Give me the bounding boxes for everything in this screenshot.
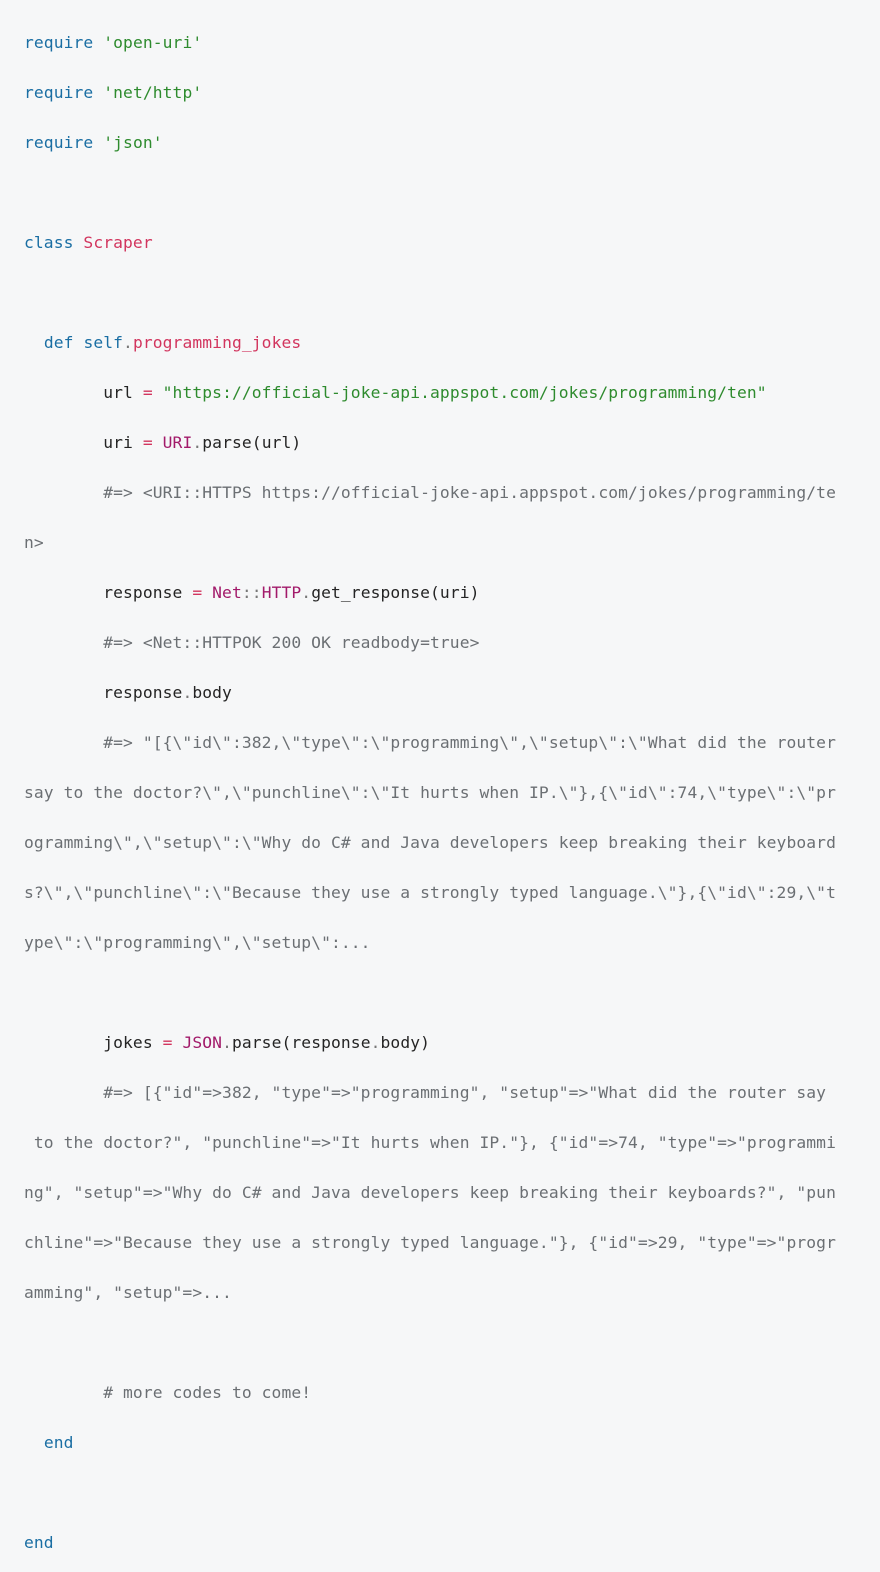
- require-keyword: require: [24, 33, 94, 52]
- code-line-blank: [24, 180, 880, 205]
- code-line-end-class: end: [24, 1530, 880, 1555]
- call-separator: .: [301, 583, 312, 602]
- code-line-comment: #=> <URI::HTTPS https://official-joke-ap…: [24, 480, 880, 505]
- uri-constant: URI: [162, 433, 193, 452]
- require-module: 'net/http': [103, 83, 203, 102]
- body-property: body: [192, 683, 232, 702]
- def-keyword: def: [43, 333, 74, 352]
- url-variable: url: [103, 383, 133, 402]
- call-separator: .: [182, 683, 193, 702]
- assign-operator: =: [162, 1033, 173, 1052]
- code-line-2: require 'net/http': [24, 80, 880, 105]
- code-line-comment: ype\":\"programming\",\"setup\":...: [24, 930, 880, 955]
- get-response-call: get_response(uri): [311, 583, 480, 602]
- uri-variable: uri: [103, 433, 133, 452]
- comment-jokes-result-wrap: ng", "setup"=>"Why do C# and Java develo…: [24, 1183, 836, 1202]
- code-block: require 'open-uri' require 'net/http' re…: [24, 30, 880, 1552]
- code-line-blank: [24, 1480, 880, 1505]
- comment-body-result-wrap: ype\":\"programming\",\"setup\":...: [24, 933, 371, 952]
- comment-uri-result-wrap: n>: [24, 533, 44, 552]
- comment-uri-result: #=> <URI::HTTPS https://official-joke-ap…: [103, 483, 836, 502]
- json-parse-open: parse(: [231, 1033, 292, 1052]
- call-separator: .: [192, 433, 203, 452]
- assign-operator: =: [142, 433, 153, 452]
- comment-jokes-result-wrap: to the doctor?", "punchline"=>"It hurts …: [24, 1133, 836, 1152]
- code-line-3: require 'json': [24, 130, 880, 155]
- class-keyword: class: [24, 233, 74, 252]
- require-keyword: require: [24, 83, 94, 102]
- code-line-blank: [24, 280, 880, 305]
- code-line-end-method: end: [24, 1430, 880, 1455]
- code-line-1: require 'open-uri': [24, 30, 880, 55]
- code-line-comment: ogramming\",\"setup\":\"Why do C# and Ja…: [24, 830, 880, 855]
- jokes-variable: jokes: [103, 1033, 153, 1052]
- assign-operator: =: [142, 383, 153, 402]
- scope-separator: ::: [241, 583, 262, 602]
- net-constant: Net: [212, 583, 242, 602]
- code-line-comment: n>: [24, 530, 880, 555]
- assign-operator: =: [192, 583, 203, 602]
- code-line-comment: #=> <Net::HTTPOK 200 OK readbody=true>: [24, 630, 880, 655]
- require-module: 'json': [103, 133, 163, 152]
- code-line-comment: chline"=>"Because they use a strongly ty…: [24, 1230, 880, 1255]
- json-arg-object: response: [291, 1033, 371, 1052]
- code-line-class: class Scraper: [24, 230, 880, 255]
- code-line-comment: #=> [{"id"=>382, "type"=>"programming", …: [24, 1080, 880, 1105]
- comment-body-result: #=> "[{\"id\":382,\"type\":\"programming…: [103, 733, 836, 752]
- call-separator: .: [370, 1033, 381, 1052]
- response-object: response: [103, 683, 183, 702]
- code-line-jokes: jokes = JSON.parse(response.body): [24, 1030, 880, 1055]
- class-name: Scraper: [83, 233, 153, 252]
- json-constant: JSON: [182, 1033, 223, 1052]
- method-separator: .: [123, 333, 133, 352]
- comment-more-code: # more codes to come!: [103, 1383, 312, 1402]
- comment-jokes-result-wrap: amming", "setup"=>...: [24, 1283, 232, 1302]
- http-constant: HTTP: [261, 583, 302, 602]
- code-line-response: response = Net::HTTP.get_response(uri): [24, 580, 880, 605]
- code-line-comment: ng", "setup"=>"Why do C# and Java develo…: [24, 1180, 880, 1205]
- code-line-comment: amming", "setup"=>...: [24, 1280, 880, 1305]
- method-name: programming_jokes: [132, 333, 302, 352]
- code-line-blank: [24, 980, 880, 1005]
- code-line-def: def self.programming_jokes: [24, 330, 880, 355]
- json-arg-property: body: [380, 1033, 421, 1052]
- end-keyword: end: [24, 1533, 54, 1552]
- comment-body-result-wrap: ogramming\",\"setup\":\"Why do C# and Ja…: [24, 833, 836, 852]
- code-line-comment: #=> "[{\"id\":382,\"type\":\"programming…: [24, 730, 880, 755]
- comment-httpok-result: #=> <Net::HTTPOK 200 OK readbody=true>: [103, 633, 480, 652]
- comment-jokes-result-wrap: chline"=>"Because they use a strongly ty…: [24, 1233, 836, 1252]
- code-line-blank: [24, 1330, 880, 1355]
- comment-body-result-wrap: s?\",\"punchline\":\"Because they use a …: [24, 883, 836, 902]
- code-line-url: url = "https://official-joke-api.appspot…: [24, 380, 880, 405]
- method-receiver: self: [83, 333, 124, 352]
- code-line-uri: uri = URI.parse(url): [24, 430, 880, 455]
- require-keyword: require: [24, 133, 94, 152]
- call-separator: .: [222, 1033, 232, 1052]
- code-line-comment: say to the doctor?\",\"punchline\":\"It …: [24, 780, 880, 805]
- response-variable: response: [103, 583, 183, 602]
- comment-jokes-result: #=> [{"id"=>382, "type"=>"programming", …: [103, 1083, 827, 1102]
- uri-parse-call: parse(url): [202, 433, 302, 452]
- url-string: "https://official-joke-api.appspot.com/j…: [162, 383, 767, 402]
- code-line-comment: to the doctor?", "punchline"=>"It hurts …: [24, 1130, 880, 1155]
- json-parse-close: ): [420, 1033, 431, 1052]
- code-line-body: response.body: [24, 680, 880, 705]
- end-keyword: end: [43, 1433, 74, 1452]
- code-line-comment: # more codes to come!: [24, 1380, 880, 1405]
- code-line-comment: s?\",\"punchline\":\"Because they use a …: [24, 880, 880, 905]
- require-module: 'open-uri': [103, 33, 203, 52]
